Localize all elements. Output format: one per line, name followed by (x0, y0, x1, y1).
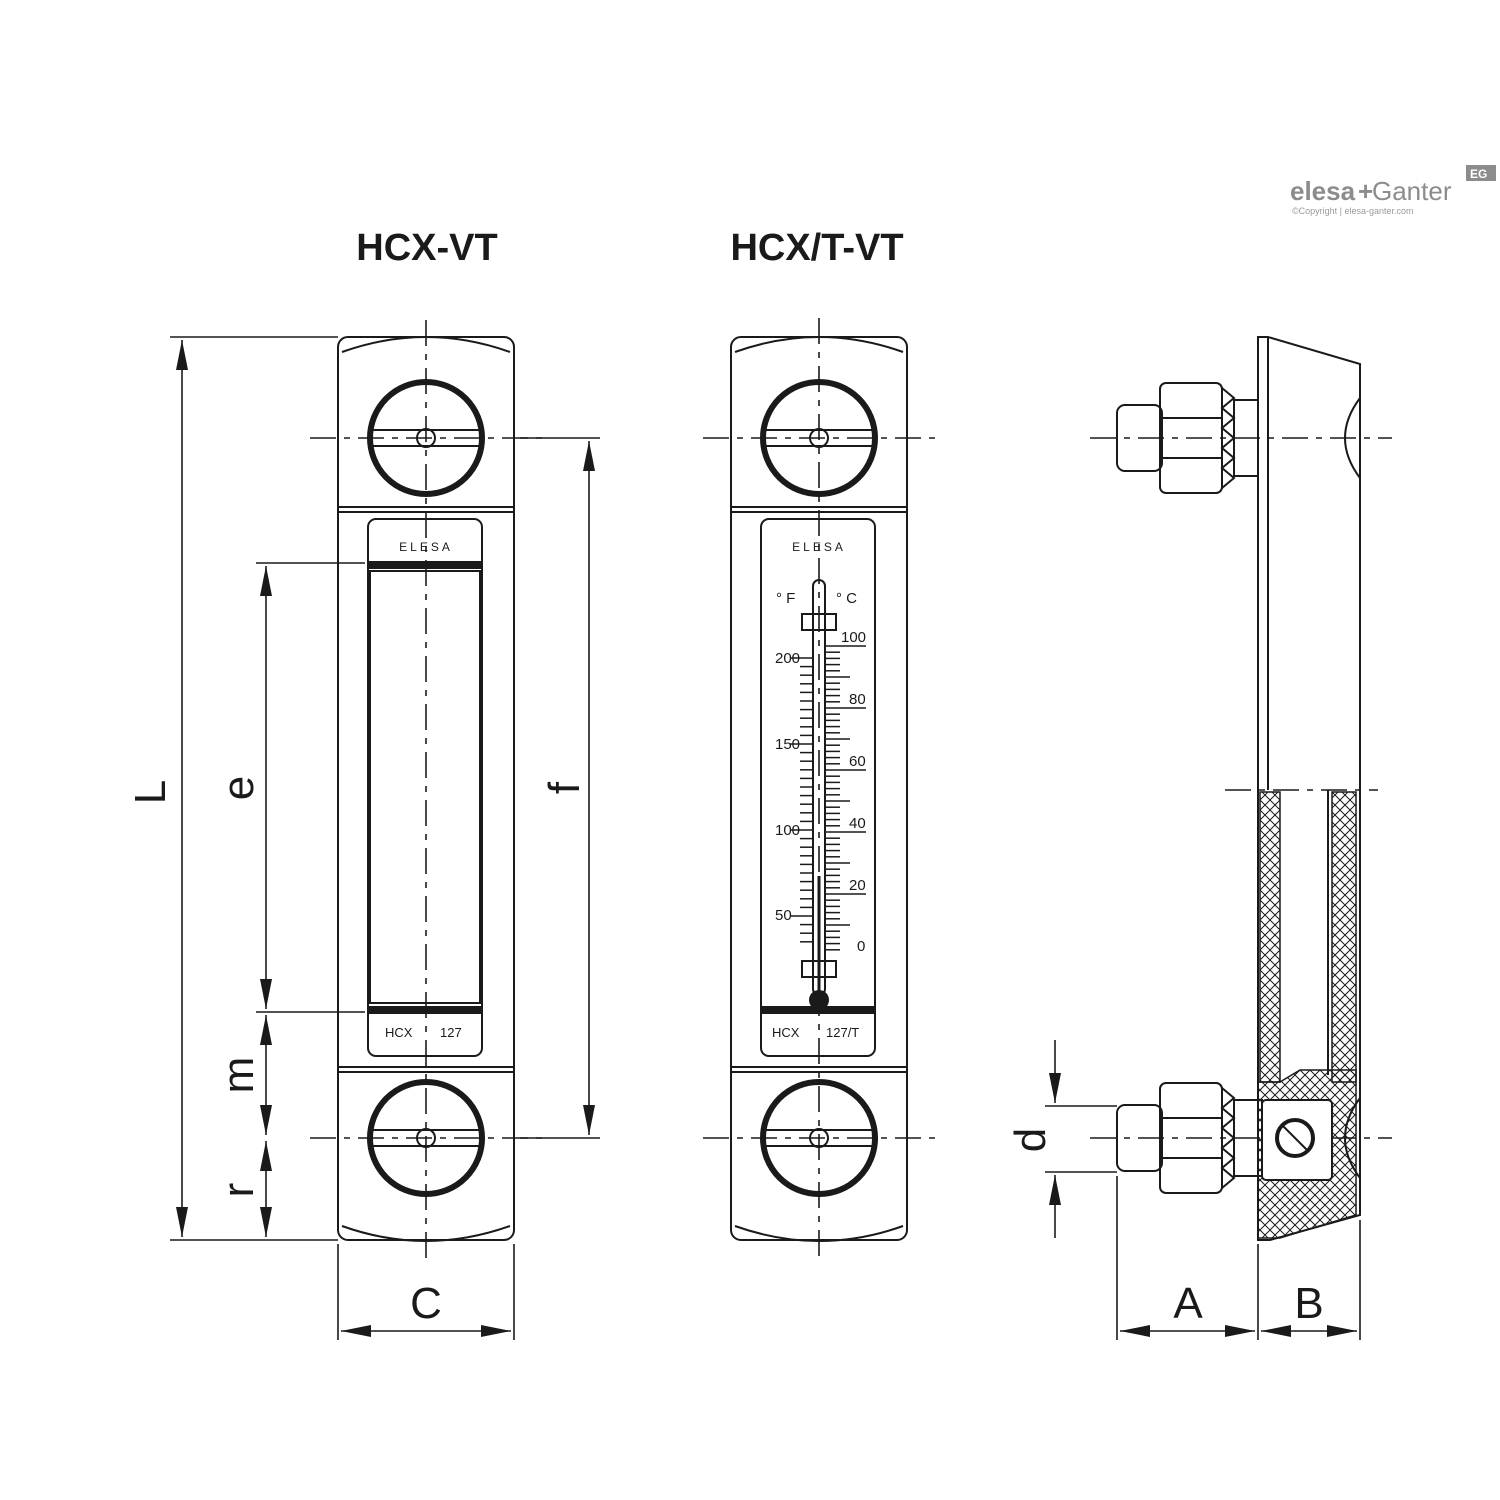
logo-badge: EG (1470, 167, 1487, 181)
logo-copyright: ©Copyright | elesa-ganter.com (1292, 206, 1414, 216)
dimensions: L e m r f C (126, 336, 1361, 1340)
thermo-unit-f: ° F (776, 590, 795, 607)
dim-label-r: r (214, 1183, 263, 1198)
dim-label-m: m (214, 1057, 263, 1094)
logo-brand-plus: + (1358, 176, 1373, 206)
c-label-40: 40 (849, 815, 866, 832)
view-title-left: HCX-VT (356, 227, 497, 269)
logo-badge-box (1466, 165, 1496, 181)
plate-brand-middle: ELESA (792, 540, 846, 554)
logo-brand-left: elesa (1290, 176, 1356, 206)
c-label-60: 60 (849, 753, 866, 770)
plate-code-left: HCX (385, 1025, 413, 1040)
f-label-150: 150 (775, 736, 800, 753)
dim-label-L: L (126, 780, 175, 804)
plate-brand-left: ELESA (399, 540, 453, 554)
thermo-unit-c: ° C (836, 590, 857, 607)
view-title-middle: HCX/T-VT (730, 227, 903, 269)
f-label-200: 200 (775, 650, 800, 667)
bolt-bottom (1116, 1082, 1263, 1194)
center-lines (310, 318, 1392, 1258)
thermometer: ° F ° C 200 150 100 50 100 80 60 40 20 0 (775, 579, 866, 1010)
dim-label-A: A (1173, 1279, 1203, 1328)
f-label-50: 50 (775, 907, 792, 924)
plate-number-left: 127 (440, 1025, 462, 1040)
c-label-100: 100 (841, 629, 866, 646)
side-view (1116, 336, 1378, 1241)
logo-brand-right: Ganter (1372, 176, 1452, 206)
elesa-ganter-logo: elesa + Ganter EG ©Copyright | elesa-gan… (1290, 165, 1496, 216)
dim-label-d: d (1006, 1128, 1055, 1152)
plate-code-middle: HCX (772, 1025, 800, 1040)
dim-label-C: C (410, 1279, 442, 1328)
dim-label-e: e (214, 776, 263, 800)
c-label-0: 0 (857, 938, 865, 955)
c-label-80: 80 (849, 691, 866, 708)
dim-label-B: B (1294, 1279, 1323, 1328)
c-label-20: 20 (849, 877, 866, 894)
dim-label-f: f (540, 781, 589, 794)
f-label-100: 100 (775, 822, 800, 839)
plate-number-middle: 127/T (826, 1025, 859, 1040)
bolt-top (1116, 382, 1259, 494)
